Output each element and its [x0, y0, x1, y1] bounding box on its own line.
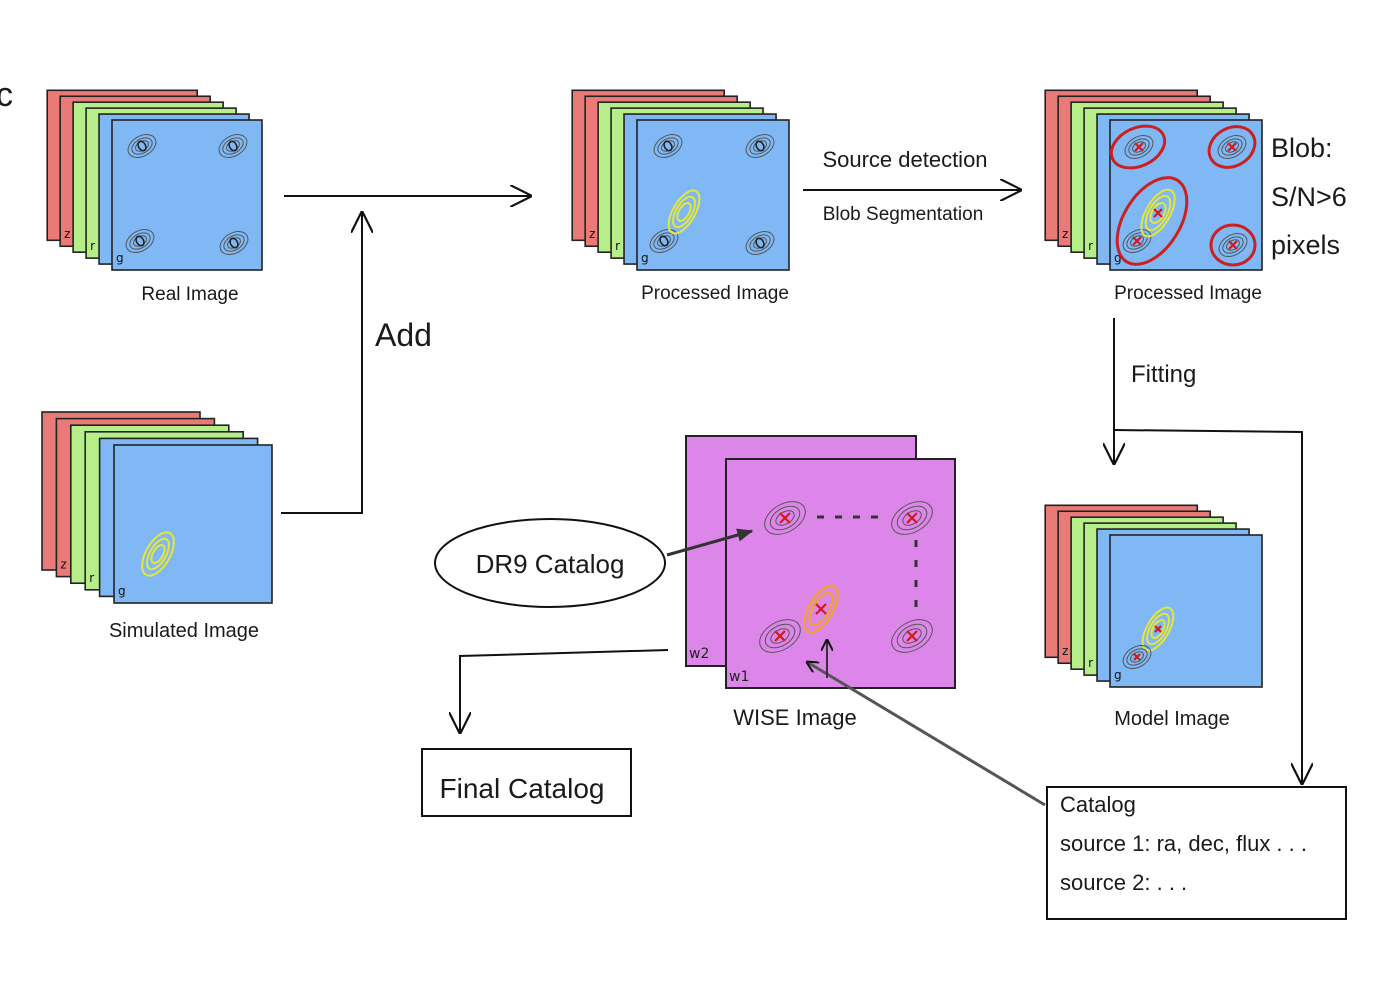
blob-note-line1: Blob: — [1271, 133, 1333, 163]
source-marker — [219, 231, 249, 255]
wise-image-stack: w2 w1 — [685, 435, 956, 689]
source-marker — [745, 134, 775, 158]
wise-w1-frame — [725, 458, 956, 689]
r-band-tag: r — [90, 239, 95, 253]
final-catalog-node — [421, 748, 632, 817]
z-band-tag: z — [1062, 227, 1068, 241]
detected-source — [1124, 135, 1154, 159]
blob-outline — [1207, 125, 1257, 169]
r-band-tag: r — [89, 571, 94, 585]
source-marker — [745, 231, 775, 255]
wise-source — [891, 619, 933, 653]
g-band-tag: g — [1114, 668, 1122, 682]
g-band-tag: g — [118, 584, 126, 598]
r-band-tag: r — [1088, 656, 1093, 670]
blob-outline — [1115, 176, 1189, 266]
fitting-label: Fitting — [1131, 361, 1196, 388]
catalog-title: Catalog — [1060, 792, 1136, 817]
simulated-image-stack: z r g — [41, 411, 273, 604]
model-image-label: Model Image — [1114, 708, 1230, 730]
catalog-row-2: source 2: . . . — [1060, 870, 1187, 895]
wise-source — [891, 501, 933, 535]
g-band-tag: g — [641, 251, 649, 265]
z-band-tag: z — [64, 227, 70, 241]
real-image-stack: z r g — [46, 89, 263, 271]
catalog-row-1: source 1: ra, dec, flux . . . — [1060, 831, 1307, 856]
model-source — [1122, 645, 1152, 669]
wise-source — [759, 619, 801, 653]
processed-image-label: Processed Image — [641, 283, 789, 304]
wise-simulated-source — [803, 584, 839, 634]
wise-to-final-arrow — [460, 649, 669, 733]
wise-sources — [759, 501, 933, 653]
catalog-box — [1046, 786, 1347, 920]
blob-note-line2: S/N>6 — [1271, 182, 1347, 212]
dr9-catalog-node — [434, 518, 666, 608]
simulated-add-arrow — [281, 212, 362, 514]
dr9-catalog-label: DR9 Catalog — [476, 549, 625, 579]
g-band-layer — [1109, 534, 1263, 688]
z-band-tag: z — [60, 558, 66, 572]
catalog-to-wise-arrow — [807, 662, 1046, 807]
dr9-to-wise-arrow — [666, 528, 754, 557]
detected-source — [1218, 233, 1248, 257]
blob-outline — [1109, 124, 1167, 170]
source-marker — [218, 134, 248, 158]
g-band-tag: g — [116, 251, 124, 265]
segmented-image-label: Processed Image — [1114, 283, 1262, 304]
wise-source — [764, 501, 806, 535]
processed-image-stack: z r g — [571, 89, 790, 271]
g-band-layer — [113, 444, 273, 604]
wise-w1-tag: w1 — [729, 669, 749, 685]
fitting-to-catalog-arrow — [1113, 429, 1302, 784]
r-band-tag: r — [1088, 239, 1093, 253]
simulated-source — [141, 531, 175, 577]
simulated-source — [667, 189, 701, 235]
wise-image-label: WISE Image — [733, 705, 856, 730]
source-marker — [653, 134, 683, 158]
edge-mark: c — [0, 76, 13, 114]
segmented-image-stack: z r g — [1044, 89, 1263, 271]
blob-note-line3: pixels — [1271, 230, 1340, 260]
wise-w2-tag: w2 — [689, 646, 709, 662]
model-source — [1141, 606, 1175, 652]
model-image-stack: z r g — [1044, 504, 1263, 688]
z-band-tag: z — [589, 227, 595, 241]
source-detection-label: Source detection — [822, 147, 987, 172]
source-marker — [125, 229, 155, 253]
r-band-tag: r — [615, 239, 620, 253]
blob-outline — [1209, 223, 1257, 267]
simulated-image-label: Simulated Image — [109, 620, 259, 642]
detected-source — [1217, 135, 1247, 159]
simulated-source — [1140, 188, 1176, 238]
final-catalog-label: Final Catalog — [440, 773, 605, 804]
g-band-tag: g — [1114, 251, 1122, 265]
z-band-tag: z — [1062, 644, 1068, 658]
add-label: Add — [375, 317, 432, 353]
real-image-label: Real Image — [141, 284, 238, 305]
source-marker — [127, 134, 157, 158]
blob-segmentation-label: Blob Segmentation — [823, 204, 984, 225]
